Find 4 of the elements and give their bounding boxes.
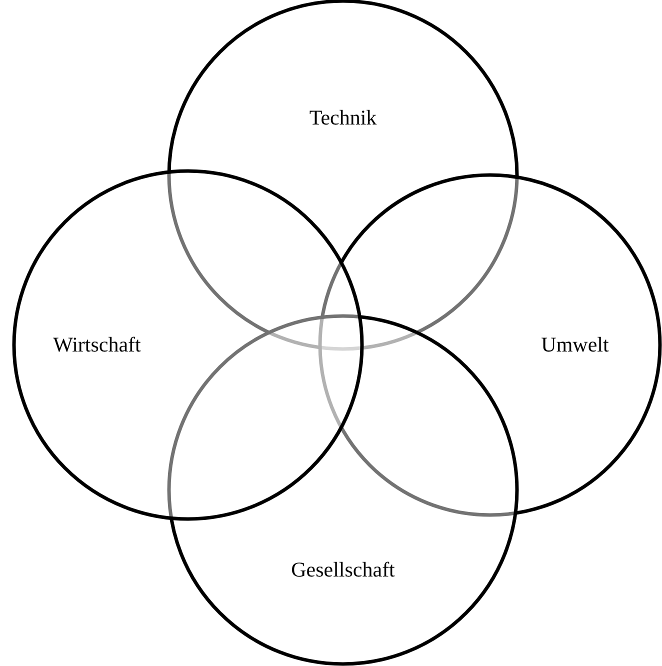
circle-label: Gesellschaft (291, 560, 395, 580)
circle-label: Wirtschaft (53, 334, 141, 356)
circle-label: Technik (309, 108, 377, 128)
circle-label: Umwelt (541, 334, 609, 356)
